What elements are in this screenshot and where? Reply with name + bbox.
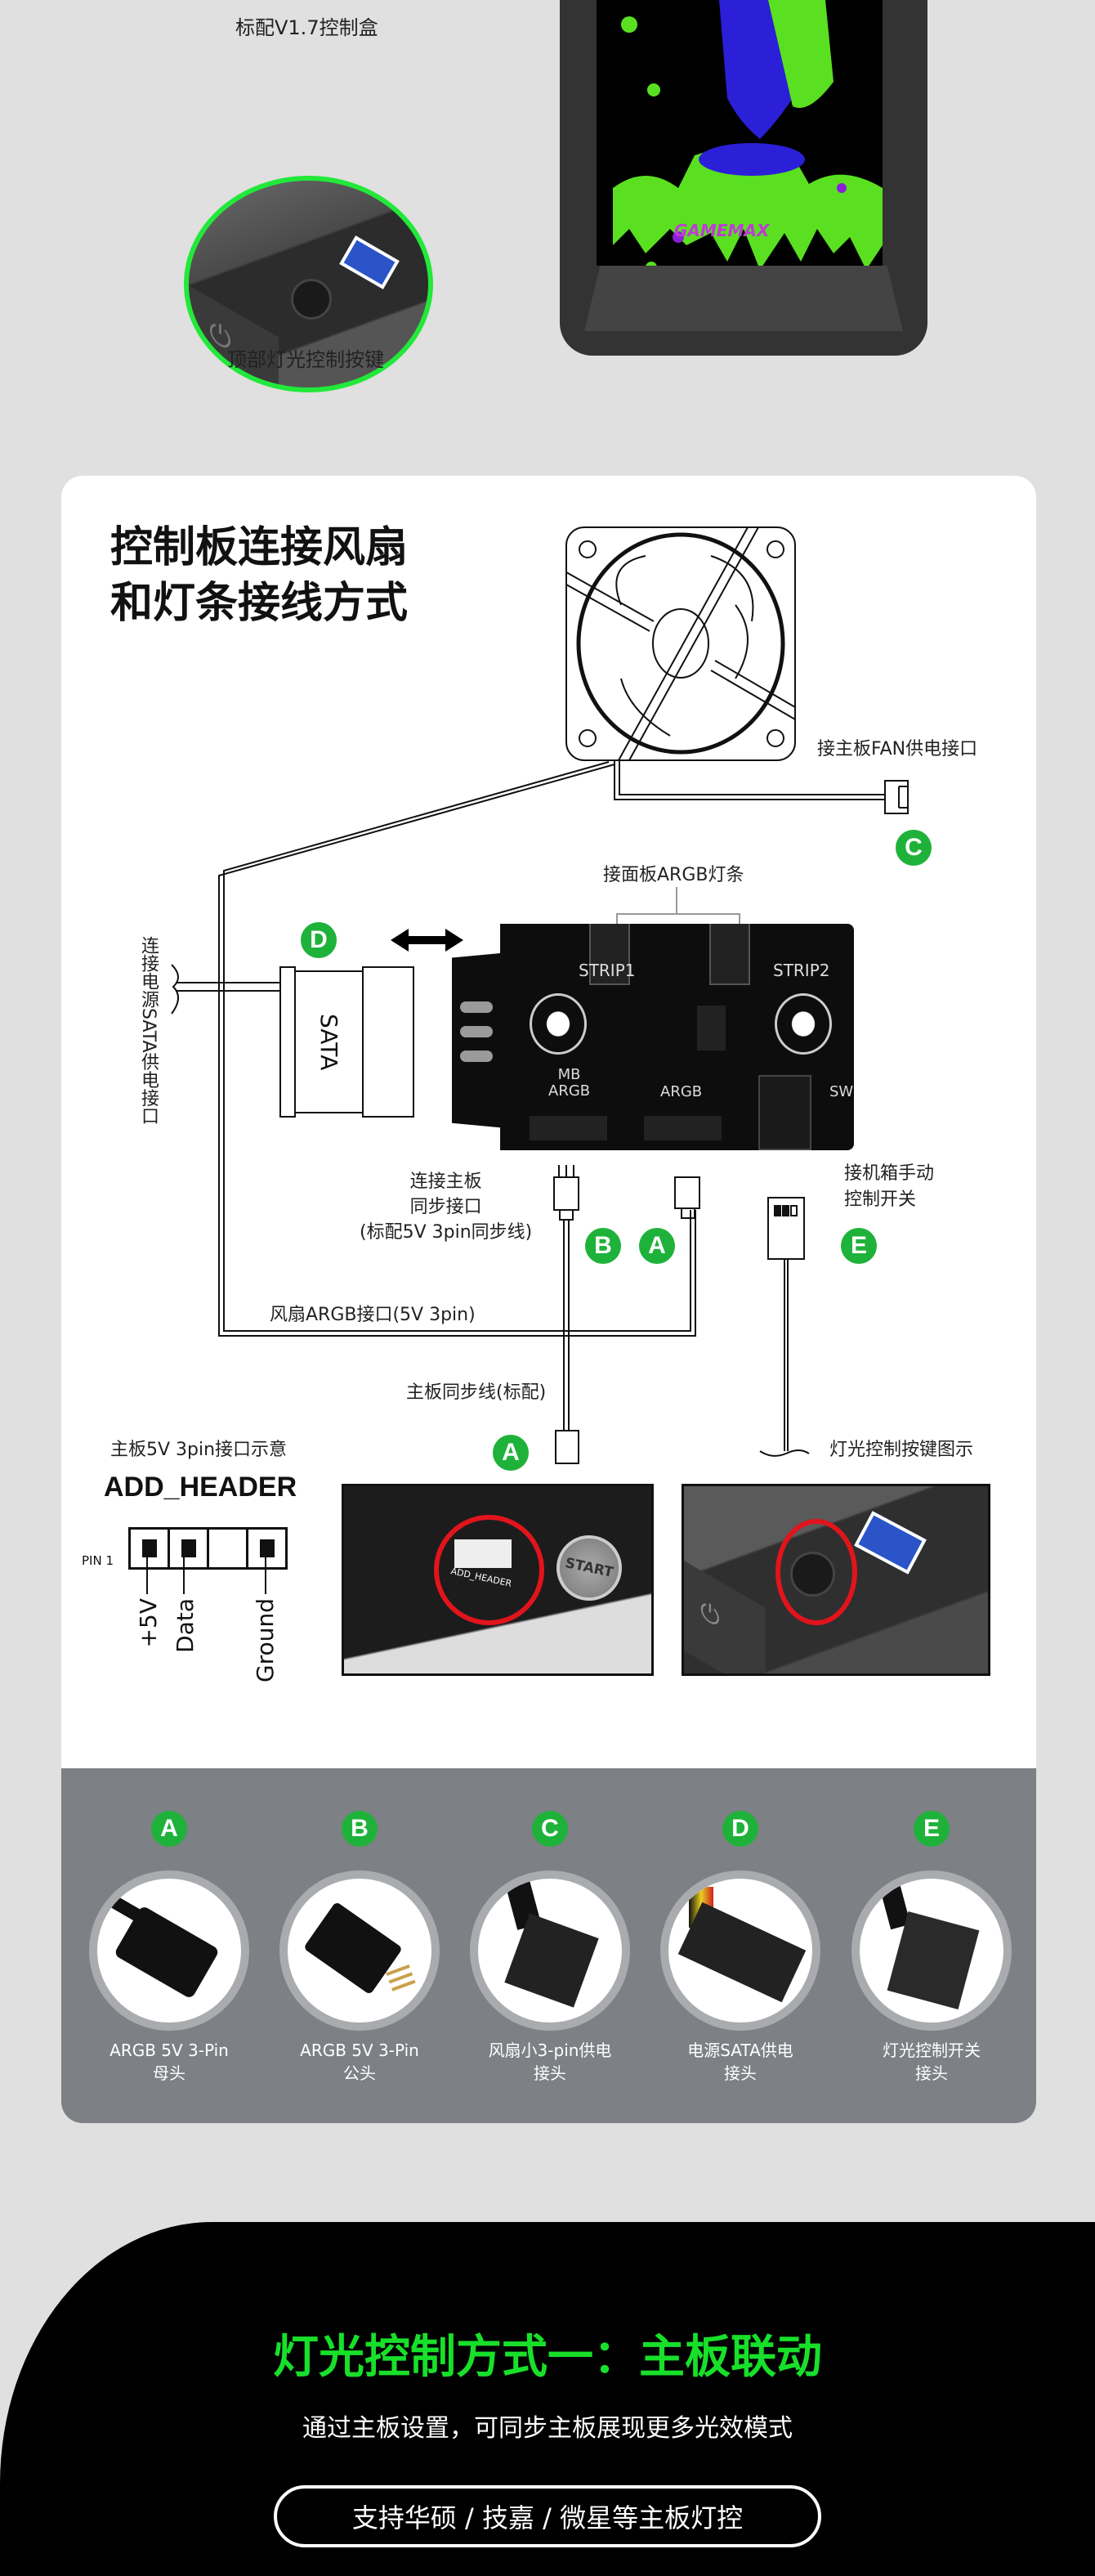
title-line-1: 控制板连接风扇 (110, 523, 409, 572)
connector-photo (470, 1870, 630, 2031)
header-caption: 主板5V 3pin接口示意 (110, 1440, 288, 1460)
pin-label-data: Data (172, 1598, 199, 1653)
badge-d: D (301, 922, 337, 958)
mb-sync-label: 连接主板 同步接口 (标配5V 3pin同步线) (360, 1169, 532, 1245)
pin-label-ground: Ground (252, 1598, 279, 1682)
connector-label: ARGB 5V 3-Pin 母头 (87, 2039, 251, 2085)
badge-a-2: A (493, 1435, 529, 1471)
connector-label: ARGB 5V 3-Pin 公头 (278, 2039, 441, 2085)
sata-label: SATA (315, 1013, 342, 1071)
connector-label-line2: 接头 (915, 2063, 948, 2083)
strip2-label: STRIP2 (773, 961, 830, 980)
panel-strip-label: 接面板ARGB灯条 (603, 865, 744, 885)
connector-label-line2: 接头 (534, 2063, 566, 2083)
motherboard-header-photo: START ADD_HEADER (342, 1484, 654, 1676)
strip1-label: STRIP1 (579, 961, 636, 980)
button-label: 顶部灯光控制按键 (227, 348, 384, 371)
argb-label: ARGB (660, 1083, 703, 1100)
connector-label-line2: 公头 (343, 2063, 376, 2083)
highlight-circle (775, 1519, 857, 1625)
pin-header (128, 1527, 288, 1570)
lighting-mode-section (0, 2222, 1095, 2576)
fan-frame (565, 526, 796, 761)
mb-sync-line3: (标配5V 3pin同步线) (360, 1222, 533, 1243)
slime-artwork (613, 0, 883, 266)
connector-photo (660, 1870, 820, 2031)
connector-badge: A (151, 1811, 187, 1847)
connector-photo (89, 1870, 249, 2031)
device-display: GAMEMAX (597, 0, 883, 266)
start-button: START (550, 1529, 628, 1607)
connector-badge: D (722, 1811, 758, 1847)
box-label: 标配V1.7控制盒 (235, 16, 378, 39)
supported-brands-pill: 支持华硕 / 技嘉 / 微星等主板灯控 (274, 2485, 821, 2547)
sata-power-label: 连接电源SATA供电接口 (138, 936, 159, 1125)
control-box-device: GAMEMAX (560, 0, 927, 356)
connector-label-line2: 母头 (153, 2063, 185, 2083)
power-button-icon: ⏻ (684, 1561, 766, 1673)
diagram-title: 控制板连接风扇 和灯条接线方式 (110, 520, 408, 631)
button-closeup: ⏻ (184, 176, 433, 392)
connector-label-line1: 风扇小3-pin供电 (488, 2041, 612, 2060)
mb-sync-line2: 同步接口 (409, 1197, 482, 1217)
mb-sync-line1: 连接主板 (409, 1172, 482, 1192)
section-subtitle: 通过主板设置，可同步主板展现更多光效模式 (302, 2414, 793, 2443)
sw-label: SW (829, 1083, 854, 1100)
highlight-circle (434, 1515, 544, 1625)
case-switch-label: 接机箱手动 控制开关 (844, 1161, 934, 1213)
dot (646, 262, 657, 266)
wiring-lines (171, 526, 909, 1464)
sync-cable-label: 主板同步线(标配) (406, 1382, 547, 1403)
connector-photo (279, 1870, 440, 2031)
connector-label-line1: ARGB 5V 3-Pin (300, 2041, 419, 2060)
badge-b: B (585, 1228, 621, 1264)
device-base (584, 266, 903, 331)
header-name: ADD_HEADER (104, 1472, 297, 1503)
mb-label: MB (557, 1066, 581, 1083)
connector-photo (851, 1870, 1012, 2031)
connector-label: 灯光控制开关接头 (850, 2039, 1013, 2085)
connector-label-line1: 灯光控制开关 (883, 2041, 981, 2060)
connector-label-line1: ARGB 5V 3-Pin (110, 2041, 229, 2060)
pin-leads (146, 1557, 266, 1594)
case-switch-line2: 控制开关 (844, 1189, 917, 1210)
pin1-label: PIN 1 (82, 1553, 114, 1568)
connector-label-line2: 接头 (724, 2063, 757, 2083)
fan-power-label: 接主板FAN供电接口 (817, 739, 978, 759)
connector-badge: B (342, 1811, 378, 1847)
double-arrow-icon (391, 929, 463, 952)
badge-e: E (841, 1228, 877, 1264)
button-caption: 灯光控制按键图示 (829, 1440, 974, 1460)
connector-label-line1: 电源SATA供电 (687, 2041, 793, 2060)
argb-mb-label: ARGB (548, 1082, 591, 1100)
sata-connector: SATA (279, 966, 414, 1118)
badge-c: C (896, 830, 932, 866)
connector-label: 风扇小3-pin供电接头 (468, 2039, 632, 2085)
case-switch-line1: 接机箱手动 (844, 1163, 935, 1184)
connector-badge: C (532, 1811, 568, 1847)
light-button-icon (291, 279, 332, 320)
connector-badge: E (914, 1811, 950, 1847)
light-button-photo: ⏻ (682, 1484, 990, 1676)
badge-a: A (639, 1228, 675, 1264)
section-title: 灯光控制方式一：主板联动 (273, 2331, 822, 2384)
fan-argb-label: 风扇ARGB接口(5V 3pin) (270, 1305, 476, 1325)
connector-label: 电源SATA供电接头 (659, 2039, 822, 2085)
title-line-2: 和灯条接线方式 (110, 579, 409, 628)
brand-logo: GAMEMAX (674, 221, 770, 240)
pin-label-5v: +5V (135, 1598, 162, 1648)
